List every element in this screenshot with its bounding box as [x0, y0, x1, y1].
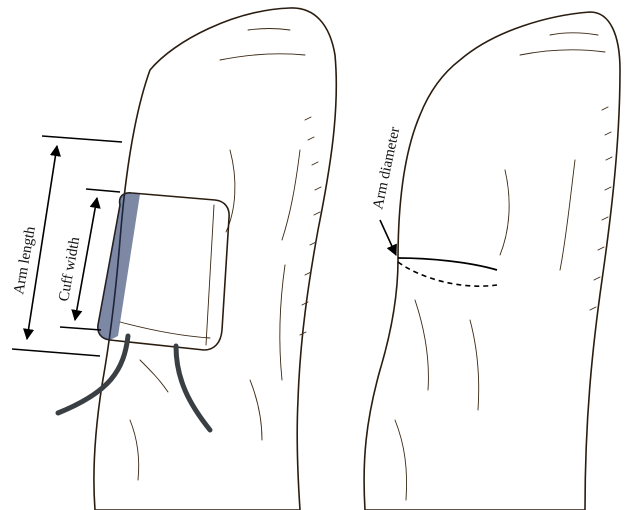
- arm-diameter-line: [398, 258, 497, 270]
- right-arm-icon: [364, 12, 620, 510]
- cuff-tubing: [58, 336, 210, 430]
- arm-diameter-arrow: [380, 220, 396, 255]
- arm-diameter-label: Arm diameter: [370, 126, 403, 211]
- left-arm-icon: [94, 8, 336, 510]
- bp-cuff: [98, 193, 229, 350]
